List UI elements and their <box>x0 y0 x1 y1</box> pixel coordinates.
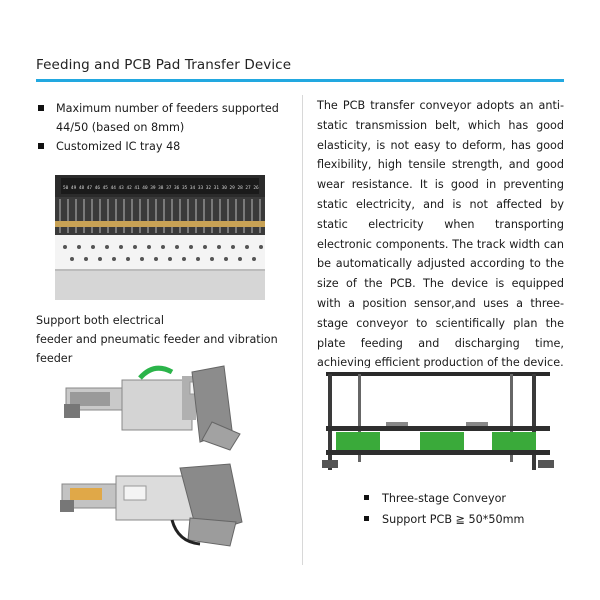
feeder-support-text: Support both electrical feeder and pneum… <box>36 311 298 368</box>
conveyor-stage-3 <box>492 432 536 450</box>
support-line-1: Support both electrical <box>36 314 164 327</box>
bullet-text: Three-stage Conveyor <box>382 492 507 505</box>
list-item: Support PCB ≧ 50*50mm <box>362 509 582 530</box>
list-item: Customized IC tray 48 <box>36 137 296 156</box>
list-item: Three-stage Conveyor <box>362 488 582 509</box>
electric-feeder-image <box>62 360 252 460</box>
conveyor-description: The PCB transfer conveyor adopts an anti… <box>317 99 564 370</box>
feeder-spec-list: Maximum number of feeders supported 44/5… <box>36 99 296 156</box>
conveyor-stage-2 <box>420 432 464 450</box>
pneumatic-feeder-image <box>60 460 250 560</box>
support-line-2: feeder and pneumatic feeder and vibratio… <box>36 333 278 365</box>
three-stage-conveyor-image <box>322 368 554 478</box>
page-title: Feeding and PCB Pad Transfer Device <box>36 57 292 73</box>
bullet-text: Support PCB ≧ 50*50mm <box>382 513 525 526</box>
bullet-text: Customized IC tray 48 <box>56 140 181 153</box>
conveyor-stage-1 <box>336 432 380 450</box>
title-underline <box>36 79 564 82</box>
bullet-square-icon <box>38 105 44 111</box>
bullet-square-icon <box>38 143 44 149</box>
bullet-text: Maximum number of feeders supported 44/5… <box>56 102 279 134</box>
feeder-bank-photo: 50 49 48 47 46 45 44 43 42 41 40 39 38 3… <box>55 175 265 300</box>
bullet-square-icon <box>364 495 369 500</box>
conveyor-spec-list: Three-stage Conveyor Support PCB ≧ 50*50… <box>362 488 582 530</box>
column-divider <box>302 95 303 565</box>
feeder-scale-numbers: 50 49 48 47 46 45 44 43 42 41 40 39 38 3… <box>63 185 259 191</box>
list-item: Maximum number of feeders supported 44/5… <box>36 99 296 137</box>
bullet-square-icon <box>364 516 369 521</box>
